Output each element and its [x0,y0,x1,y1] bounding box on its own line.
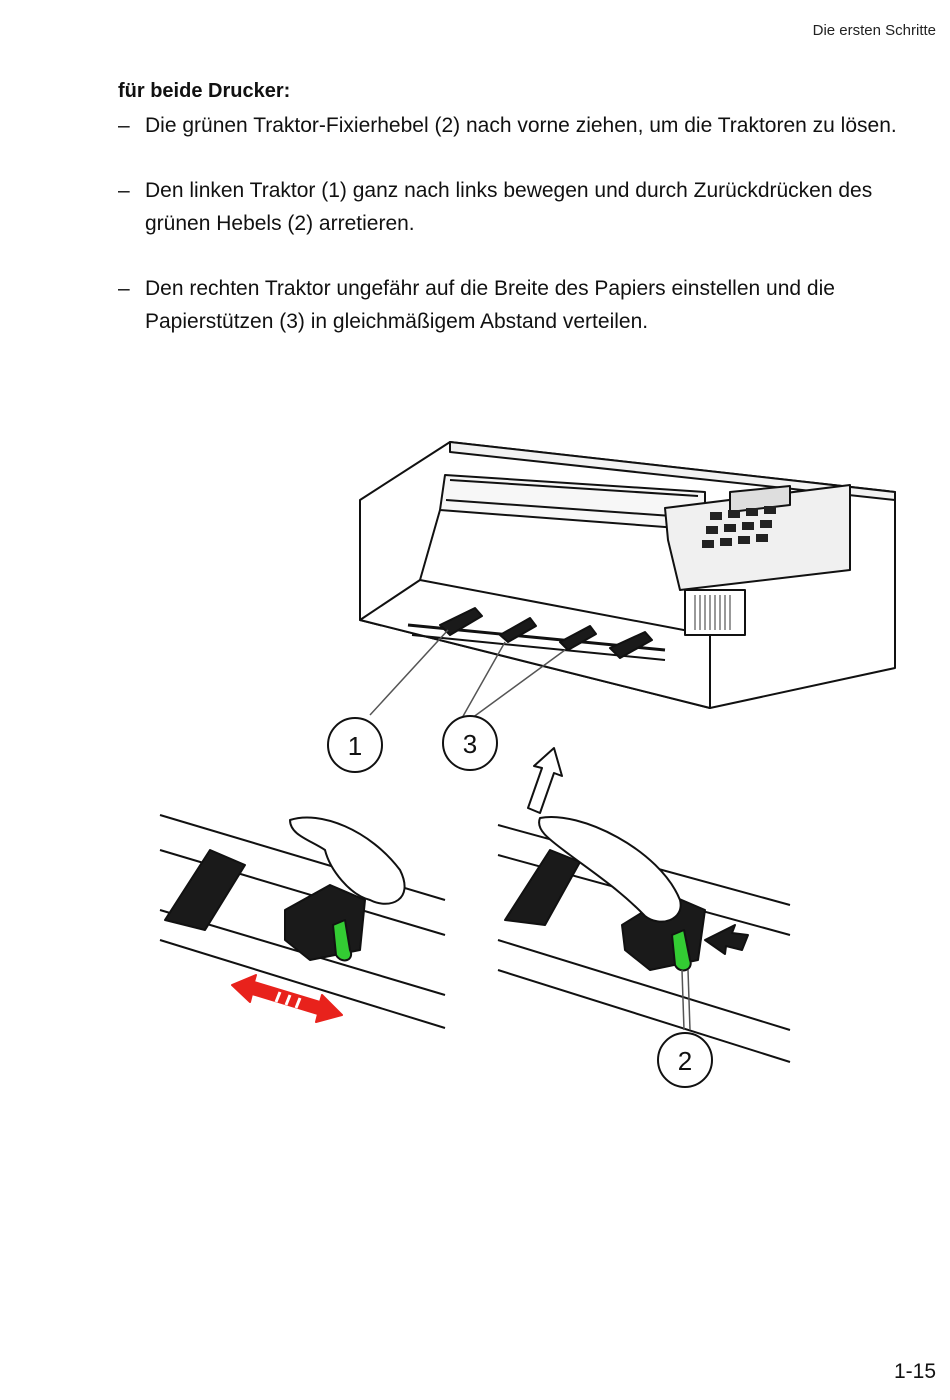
left-right-arrow-icon [231,974,343,1023]
right-detail-view [497,816,791,1063]
paper-support [559,625,597,651]
step-bullet: – [118,114,130,137]
step-text: Die grünen Traktor-Fixierhebel (2) nach … [145,114,897,137]
step-item: – Den linken Traktor (1) ganz nach links… [118,174,918,240]
step-item: – Die grünen Traktor-Fixierhebel (2) nac… [118,109,918,142]
instruction-section: für beide Drucker: – Die grünen Traktor-… [118,80,918,370]
step-item: – Den rechten Traktor ungefähr auf die B… [118,272,918,338]
section-title: für beide Drucker: [118,80,291,102]
callout-3: 3 [442,715,498,771]
illustration-svg: 1 3 2 [159,441,896,1088]
page-number: 1-15 [893,1360,936,1383]
printer-body [359,441,896,709]
callout-label: 2 [678,1046,692,1076]
up-arrow-icon [527,747,563,814]
paper-support [499,617,537,643]
callout-1: 1 [327,717,383,773]
step-text: Den linken Traktor (1) ganz nach links b… [145,179,873,235]
callout-label: 1 [348,731,362,761]
callout-label: 3 [463,729,477,759]
step-bullet: – [118,277,130,300]
control-panel [664,484,851,591]
step-list: – Die grünen Traktor-Fixierhebel (2) nac… [118,109,918,338]
callout-2: 2 [657,1032,713,1088]
step-bullet: – [118,179,130,202]
running-header: Die ersten Schritte [812,22,936,39]
left-detail-view [159,814,446,1029]
step-text: Den rechten Traktor ungefähr auf die Bre… [145,277,835,333]
tractor-right [609,631,653,659]
printer-tractors [439,607,653,659]
printer-tractor-illustration: 1 3 2 [150,430,910,1110]
